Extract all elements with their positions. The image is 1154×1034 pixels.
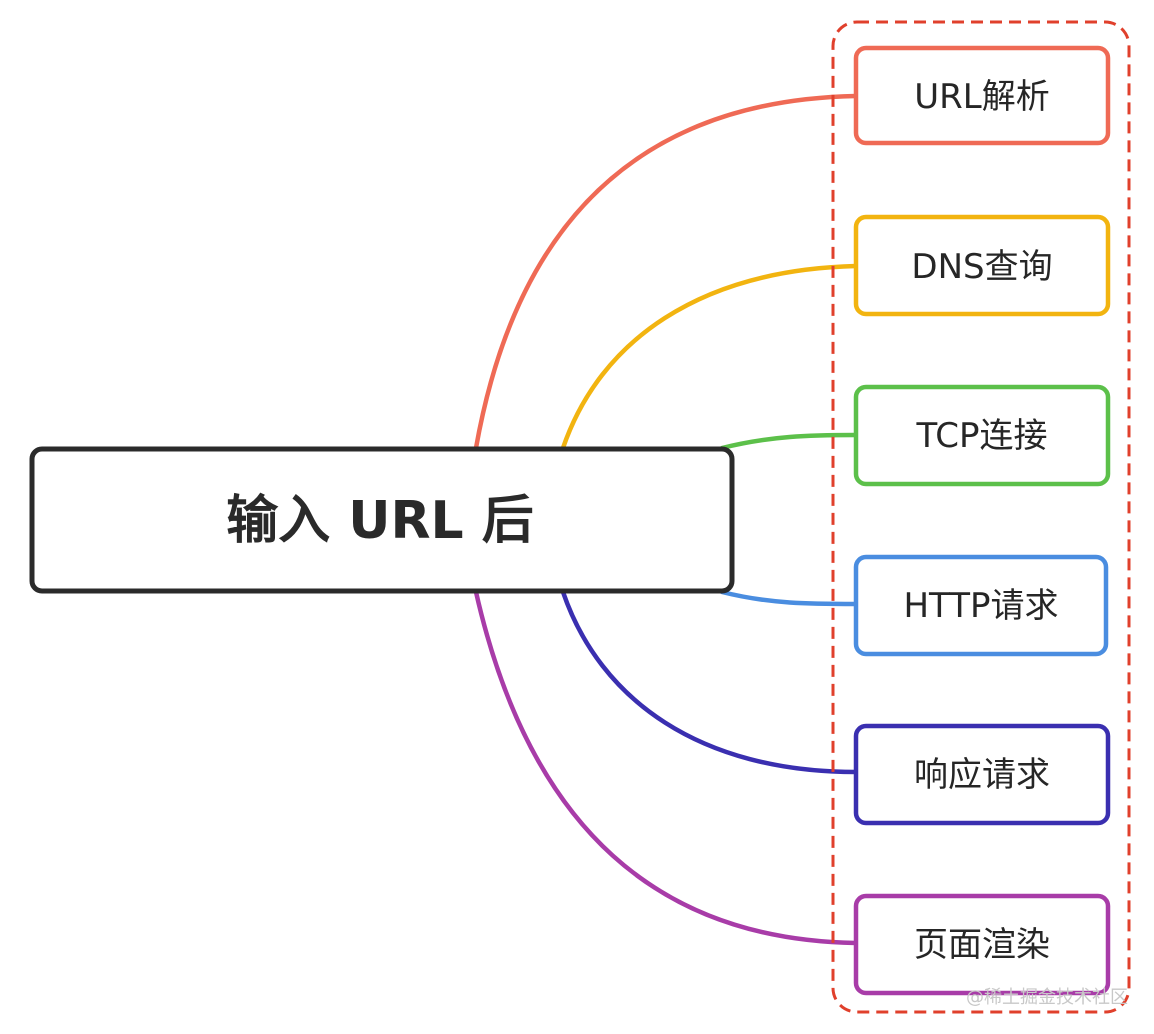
step-group-frame (831, 20, 1131, 1014)
node-url-parse-label: URL解析 (914, 77, 1049, 117)
node-render-label: 页面渲染 (914, 925, 1050, 965)
watermark-text: @稀土掘金技术社区 (966, 987, 1128, 1008)
node-http-request-label: HTTP请求 (903, 586, 1058, 626)
node-response: 响应请求 (853, 723, 1111, 826)
node-response-box (853, 723, 1111, 826)
connector-tcp-connect (719, 432, 859, 451)
node-url-parse: URL解析 (853, 45, 1111, 146)
node-tcp-connect-box (853, 384, 1111, 487)
node-url-parse-box (853, 45, 1111, 146)
connector-http-request (719, 589, 859, 607)
connector-dns-query (560, 263, 859, 451)
connector-render (473, 589, 859, 946)
node-tcp-connect-label: TCP连接 (915, 416, 1047, 456)
node-http-request-box (853, 554, 1109, 657)
root-node: 输入 URL 后 (29, 446, 735, 594)
step-nodes: URL解析 DNS查询 TCP连接 HTTP请求 响应请求 页面渲染 (853, 45, 1111, 996)
node-tcp-connect: TCP连接 (853, 384, 1111, 487)
connector-lines (473, 93, 859, 946)
node-dns-query-box (853, 214, 1111, 317)
root-node-label: 输入 URL 后 (226, 491, 534, 551)
node-render-box (853, 893, 1111, 996)
node-http-request: HTTP请求 (853, 554, 1109, 657)
node-render: 页面渲染 (853, 893, 1111, 996)
node-dns-query-label: DNS查询 (911, 247, 1052, 287)
node-response-label: 响应请求 (914, 755, 1050, 795)
connector-response (560, 589, 859, 775)
root-node-box (29, 446, 735, 594)
node-dns-query: DNS查询 (853, 214, 1111, 317)
connector-url-parse (473, 93, 859, 451)
